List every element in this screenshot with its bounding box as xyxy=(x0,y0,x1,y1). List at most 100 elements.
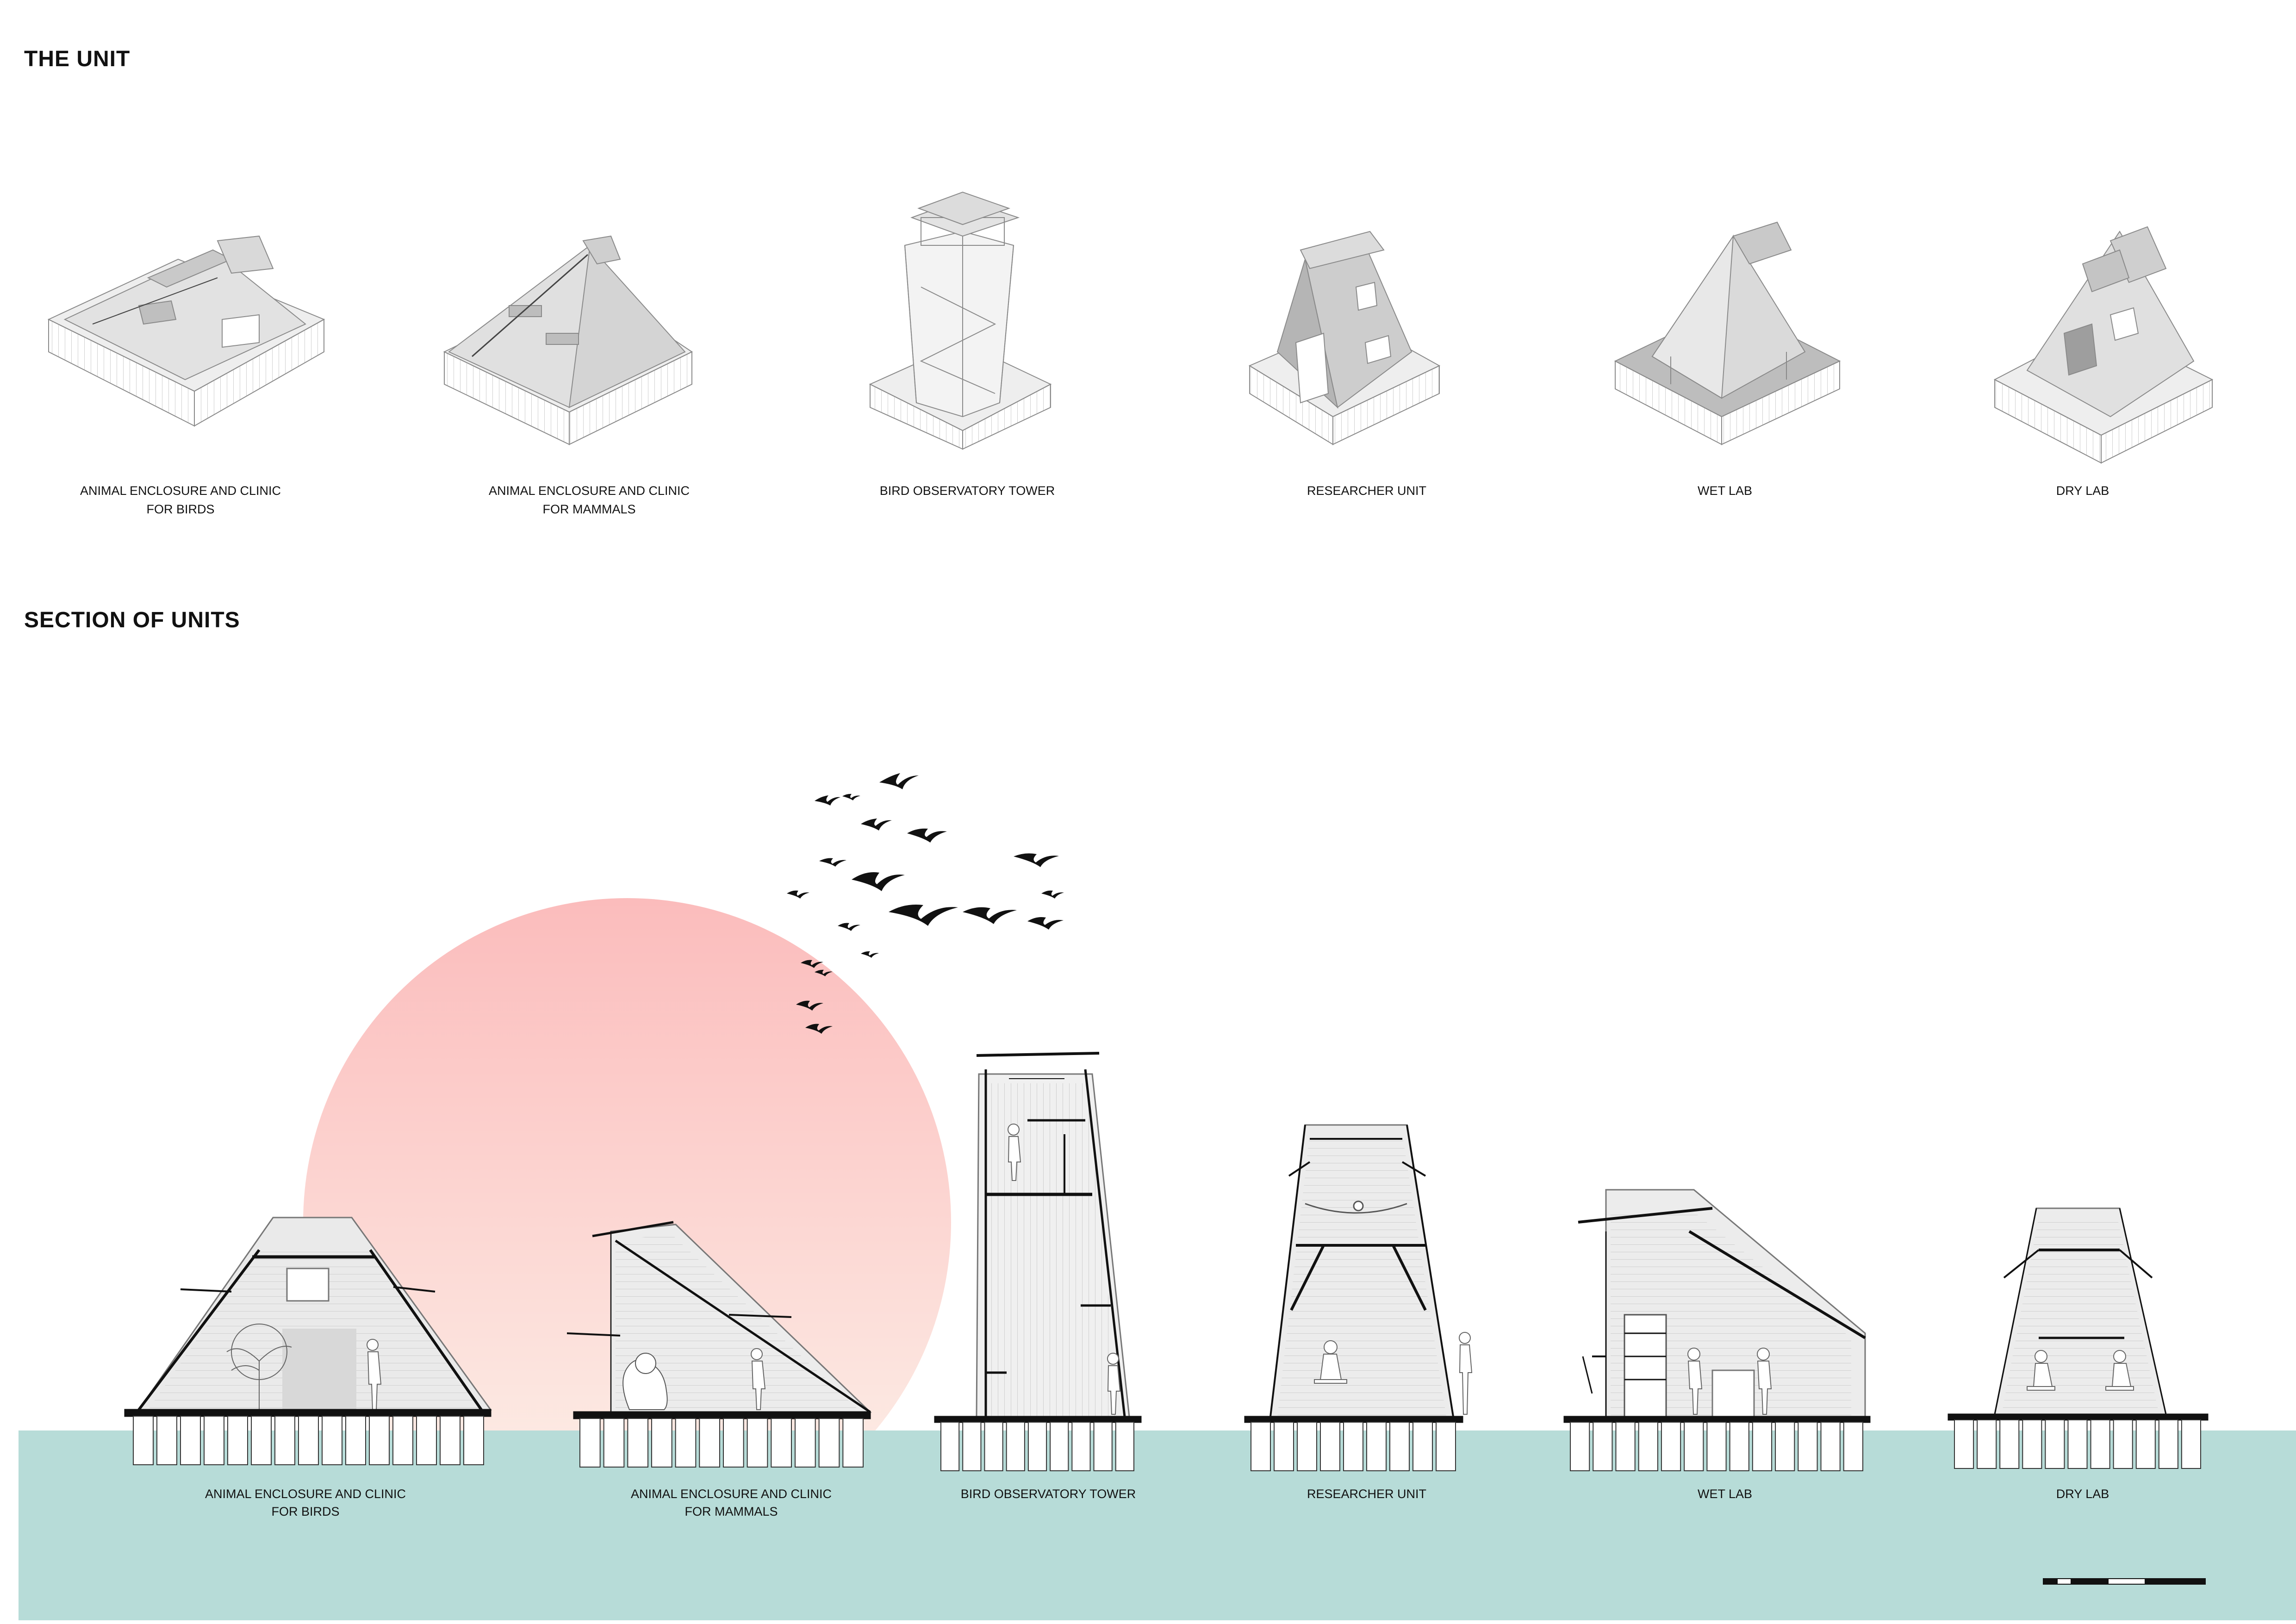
section-caption-line2: FOR MAMMALS xyxy=(684,1505,778,1518)
axo-mammal-enclosure xyxy=(443,235,693,445)
axo-bird-enclosure xyxy=(47,235,325,427)
unit-caption-line1: ANIMAL ENCLOSURE AND CLINIC xyxy=(488,484,690,498)
float-pontoon xyxy=(1999,1419,2020,1469)
person-silhouette xyxy=(2027,1350,2055,1391)
bird-silhouette xyxy=(861,818,892,831)
section-caption-mammal-enclosure: ANIMAL ENCLOSURE AND CLINIC FOR MAMMALS xyxy=(602,1485,861,1520)
scale-bar xyxy=(2043,1578,2206,1585)
float-pontoon xyxy=(1115,1422,1135,1471)
float-pontoon xyxy=(156,1416,177,1465)
unit-caption-researcher-unit: RESEARCHER UNIT xyxy=(1237,481,1496,500)
unit-caption-line2: FOR BIRDS xyxy=(146,502,215,516)
float-pontoon xyxy=(463,1416,484,1465)
bird-silhouette xyxy=(801,960,823,968)
float-pontoon xyxy=(1366,1422,1387,1471)
section-caption-bird-enclosure: ANIMAL ENCLOSURE AND CLINIC FOR BIRDS xyxy=(176,1485,435,1520)
float-pontoon xyxy=(962,1422,982,1471)
bird-silhouette xyxy=(815,969,833,976)
float-pontoon xyxy=(1436,1422,1456,1471)
float-pontoon xyxy=(1798,1422,1818,1471)
axo-wet-lab xyxy=(1614,221,1841,445)
person-silhouette xyxy=(1757,1348,1772,1415)
bird-silhouette xyxy=(787,890,809,899)
float-pontoon xyxy=(2113,1419,2133,1469)
float-pontoon xyxy=(1297,1422,1317,1471)
bear-silhouette xyxy=(622,1353,668,1410)
float-pontoon xyxy=(1251,1422,1271,1471)
float-pontoon xyxy=(1093,1422,1113,1471)
float-pontoon xyxy=(1706,1422,1727,1471)
float-pontoon xyxy=(1006,1422,1025,1471)
unit-caption-line1: WET LAB xyxy=(1697,484,1753,498)
float-pontoon xyxy=(675,1418,697,1468)
bird-flock xyxy=(787,773,1064,1034)
unit-caption-bird-enclosure: ANIMAL ENCLOSURE AND CLINIC FOR BIRDS xyxy=(51,481,310,518)
bird-silhouette xyxy=(889,905,958,926)
float-pontoon xyxy=(392,1416,413,1465)
unit-caption-line1: BIRD OBSERVATORY TOWER xyxy=(879,484,1055,498)
float-pontoon xyxy=(771,1418,792,1468)
bird-silhouette xyxy=(879,773,919,789)
float-pontoon xyxy=(1615,1422,1636,1471)
bird-silhouette xyxy=(963,907,1017,924)
float-pontoon xyxy=(603,1418,625,1468)
axo-observatory-tower xyxy=(869,191,1052,450)
float-pontoon xyxy=(1843,1422,1864,1471)
section-caption-line1: BIRD OBSERVATORY TOWER xyxy=(960,1487,1136,1501)
section-bird-enclosure xyxy=(124,1217,492,1417)
unit-caption-line1: RESEARCHER UNIT xyxy=(1307,484,1427,498)
bird-silhouette xyxy=(852,872,905,891)
float-pontoon xyxy=(227,1416,248,1465)
section-caption-researcher-unit: RESEARCHER UNIT xyxy=(1237,1485,1496,1503)
float-pontoon xyxy=(747,1418,768,1468)
bird-silhouette xyxy=(1041,890,1064,899)
bird-silhouette xyxy=(861,951,879,958)
float-pontoon xyxy=(274,1416,295,1465)
hammock-icon xyxy=(1305,1200,1407,1214)
float-pontoon xyxy=(2135,1419,2156,1469)
section-caption-line1: RESEARCHER UNIT xyxy=(1307,1487,1427,1501)
bird-silhouette xyxy=(796,1000,823,1011)
float-pontoon xyxy=(322,1416,342,1465)
float-pontoon xyxy=(579,1418,601,1468)
float-pontoon xyxy=(2022,1419,2042,1469)
float-pontoon xyxy=(1027,1422,1047,1471)
unit-caption-observatory-tower: BIRD OBSERVATORY TOWER xyxy=(838,481,1097,500)
section-caption-line2: FOR BIRDS xyxy=(271,1505,340,1518)
section-caption-line1: DRY LAB xyxy=(2056,1487,2109,1501)
bird-silhouette xyxy=(1027,917,1064,930)
person-silhouette xyxy=(1459,1332,1473,1415)
section-dry-lab xyxy=(1948,1207,2209,1421)
float-pontoon xyxy=(1320,1422,1340,1471)
float-pontoon xyxy=(1729,1422,1749,1471)
axo-researcher-unit xyxy=(1248,231,1441,445)
float-pontoon xyxy=(1412,1422,1433,1471)
float-pontoon xyxy=(1343,1422,1363,1471)
float-pontoon xyxy=(627,1418,649,1468)
person-silhouette xyxy=(751,1348,766,1410)
float-pontoon xyxy=(204,1416,224,1465)
float-pontoon xyxy=(369,1416,390,1465)
section-caption-observatory-tower: BIRD OBSERVATORY TOWER xyxy=(919,1485,1178,1503)
float-pontoon xyxy=(1977,1419,1997,1469)
unit-caption-line1: DRY LAB xyxy=(2056,484,2109,498)
float-pontoon xyxy=(699,1418,721,1468)
float-pontoon xyxy=(2181,1419,2202,1469)
the-unit-heading: THE UNIT xyxy=(24,47,131,71)
float-pontoon xyxy=(795,1418,816,1468)
bird-silhouette xyxy=(819,858,846,867)
float-pontoon xyxy=(818,1418,840,1468)
section-observatory-tower xyxy=(934,1052,1142,1423)
float-pontoon xyxy=(1775,1422,1795,1471)
person-silhouette xyxy=(1687,1348,1703,1415)
float-pontoon xyxy=(1389,1422,1410,1471)
section-of-units-heading: SECTION OF UNITS xyxy=(24,608,240,632)
float-pontoon xyxy=(1638,1422,1658,1471)
float-pontoon xyxy=(842,1418,864,1468)
unit-caption-line1: ANIMAL ENCLOSURE AND CLINIC xyxy=(80,484,281,498)
person-silhouette xyxy=(1008,1124,1021,1181)
section-researcher-unit xyxy=(1244,1124,1473,1423)
section-caption-line1: ANIMAL ENCLOSURE AND CLINIC xyxy=(630,1487,832,1501)
float-pontoon xyxy=(1820,1422,1841,1471)
section-wet-lab xyxy=(1563,1189,1871,1423)
